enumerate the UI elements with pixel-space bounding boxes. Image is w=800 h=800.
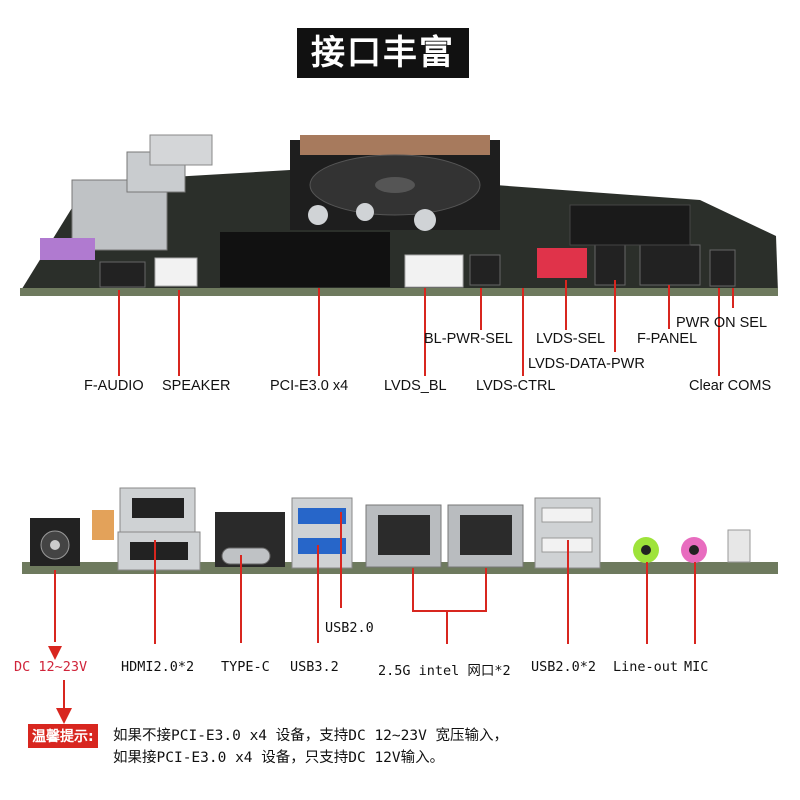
label-f-audio: F-AUDIO [84,378,144,394]
label-lan: 2.5G intel 网口*2 [378,663,511,679]
label-lvds-data-pwr: LVDS-DATA-PWR [528,356,645,372]
label-pcie: PCI-E3.0 x4 [270,378,349,394]
label-lvds-bl: LVDS_BL [384,378,447,394]
notice-tag: 温馨提示: [28,724,98,748]
top-leader-lines [118,280,734,376]
label-usb32: USB3.2 [290,659,339,675]
label-pwr-on-sel: PWR ON SEL [676,315,768,331]
notice-line-1: 如果不接PCI-E3.0 x4 设备，支持DC 12~23V 宽压输入， [113,728,509,744]
label-clear-coms: Clear COMS [689,378,772,394]
label-lineout: Line-out [613,659,679,675]
label-usb20x2: USB2.0*2 [531,659,597,675]
top-board-photo [20,134,778,296]
label-lvds-sel: LVDS-SEL [536,331,606,347]
label-f-panel: F-PANEL [637,331,698,347]
label-typec: TYPE-C [221,659,270,675]
bottom-leader-lines [48,512,696,724]
notice-line-2: 如果接PCI-E3.0 x4 设备，只支持DC 12V输入。 [113,750,445,766]
bottom-board-photo [22,487,778,574]
label-hdmi: HDMI2.0*2 [121,659,195,675]
label-dc: DC 12~23V [14,659,88,675]
label-lvds-ctrl: LVDS-CTRL [476,378,556,394]
label-mic: MIC [684,659,709,675]
label-speaker: SPEAKER [162,378,231,394]
page-title: 接口丰富 [297,28,469,78]
label-bl-pwr-sel: BL-PWR-SEL [424,331,513,347]
label-usb20: USB2.0 [325,620,374,636]
